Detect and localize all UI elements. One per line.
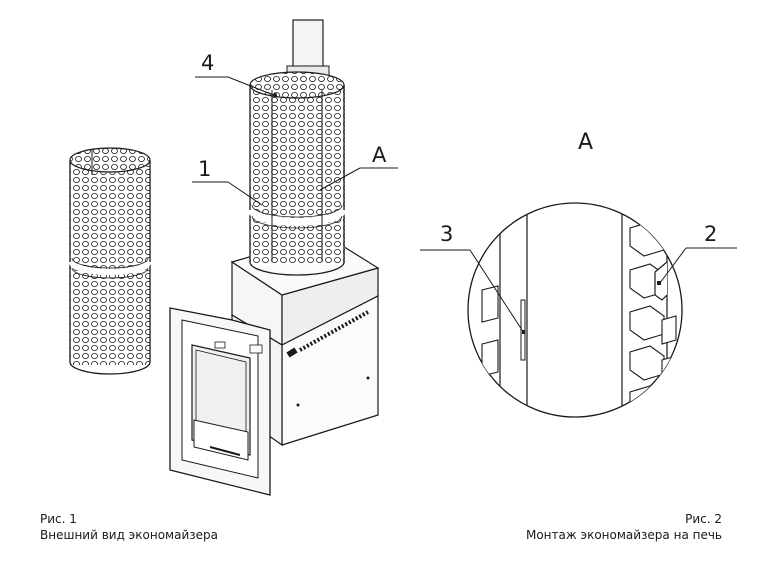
detail-a-title: A [578,130,594,155]
fig2-caption-block: Рис. 2 Монтаж экономайзера на печь [526,511,722,543]
fig2-caption: Монтаж экономайзера на печь [525,528,722,542]
callout-3: 3 [440,222,454,246]
callout-2: 2 [704,222,718,246]
mounted-economizer [248,71,346,276]
callout-leaders-fig1 [192,76,398,206]
loose-economizer-cylinder [69,147,151,375]
fig2-number: Рис. 2 [685,512,722,526]
callout-1: 1 [198,157,212,181]
callout-a-fig1: A [372,143,387,167]
fig1-caption: Внешний вид экономайзера [40,528,218,542]
callout-4: 4 [201,51,215,75]
callout-leaders-fig2 [420,247,737,331]
detail-a-view [467,202,683,418]
fig1-caption-block: Рис. 1 Внешний вид экономайзера [40,511,218,543]
stove-body [169,234,380,496]
fig1-number: Рис. 1 [40,512,77,526]
